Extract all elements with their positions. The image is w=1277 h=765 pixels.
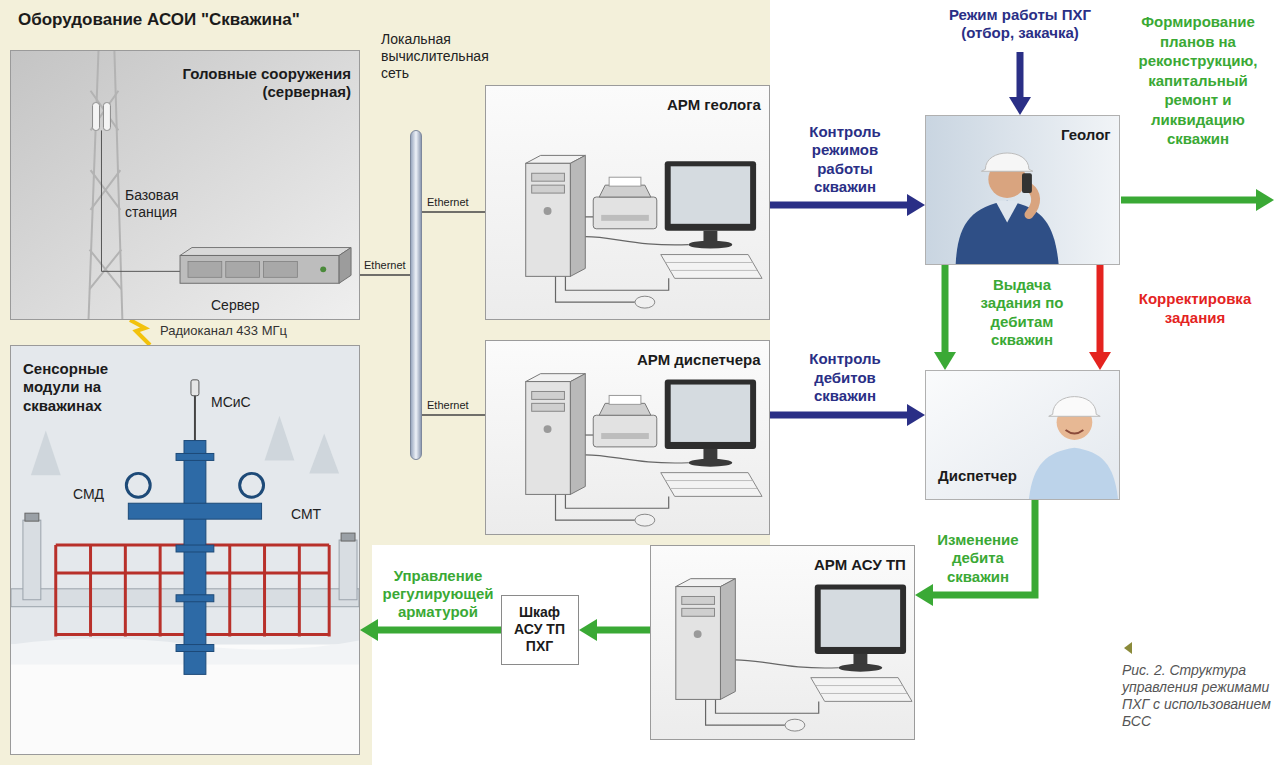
workstation-box: АРМ диспетчера [485, 340, 770, 535]
ethernet-link [422, 414, 485, 416]
workstation-box: АРМ АСУ ТП [650, 545, 915, 740]
edge-label: Изменение дебита скважин [932, 531, 1024, 586]
cabinet-box: Шкаф АСУ ТП ПХГ [501, 595, 579, 665]
lan-bus: Локальная вычислительная сеть [410, 130, 422, 460]
flow-arrow [933, 500, 1035, 595]
flow-arrow [378, 627, 501, 634]
workstation-illustration [651, 546, 914, 739]
flow-arrow [770, 202, 907, 209]
flow-arrow [597, 627, 650, 634]
input-arrow [1017, 52, 1024, 97]
role-title: Диспетчер [938, 467, 1017, 485]
edge-label: Управление регулирующей арматурой [376, 567, 501, 622]
box-title: АРМ геолога [667, 96, 761, 114]
box-title: Головные сооружения (серверная) [141, 65, 351, 102]
edge-label: Ethernet [364, 259, 406, 272]
workstation-illustration [486, 341, 769, 534]
box-title: Шкаф АСУ ТП ПХГ [509, 604, 571, 655]
radio-link [130, 320, 150, 345]
bus-label: Локальная вычислительная сеть [381, 31, 499, 82]
role-title: Геолог [1061, 126, 1111, 144]
edge-label: Корректировка задания [1120, 290, 1270, 327]
box-title: АРМ диспетчера [637, 351, 761, 369]
box-title: Сенсорные модули на скважинах [23, 360, 128, 415]
label-layer: EthernetEthernetEthernetРадиоканал 433 М… [0, 0, 1277, 645]
flow-arrow [770, 412, 907, 419]
flow-arrow [942, 265, 949, 352]
role-box: Диспетчер [925, 370, 1120, 500]
box-title: АРМ АСУ ТП [814, 556, 906, 574]
output-label: Формирование планов на реконструкцию, ка… [1123, 12, 1273, 149]
edge-label: Ethernet [427, 399, 469, 412]
ethernet-link [422, 211, 485, 213]
server-room-box: Головные сооружения (серверная) Базовая с… [10, 50, 360, 320]
input-label: Режим работы ПХГ (отбор, закачка) [928, 6, 1113, 43]
part-label: МСиС [211, 394, 251, 411]
edge-label: Выдача задания по дебитам скважин [962, 276, 1082, 349]
figure-caption: Рис. 2. Структура управления режимами ПХ… [1122, 662, 1272, 730]
role-box: Геолог [925, 115, 1120, 265]
edge-label: Ethernet [427, 196, 469, 209]
workstation-illustration [486, 86, 769, 319]
ethernet-link [360, 274, 410, 276]
part-label: Сервер [211, 297, 260, 314]
edge-label: Контроль режимов работы скважин [785, 123, 905, 196]
edge-label: Радиоканал 433 МГц [160, 323, 287, 339]
region-heading: Оборудование АСОИ "Скважина" [18, 10, 300, 31]
sensor-modules-box: Сенсорные модули на скважинахМСиС СМД СМТ [10, 345, 360, 755]
flow-arrow [1097, 265, 1104, 352]
part-label: СМТ [291, 506, 321, 523]
caption-marker [1124, 642, 1132, 654]
edge-label: Контроль дебитов скважин [790, 350, 900, 405]
part-label: СМД [73, 486, 104, 503]
part-label: Базовая станция [125, 187, 200, 221]
workstation-box: АРМ геолога [485, 85, 770, 320]
output-arrow [1121, 197, 1256, 204]
